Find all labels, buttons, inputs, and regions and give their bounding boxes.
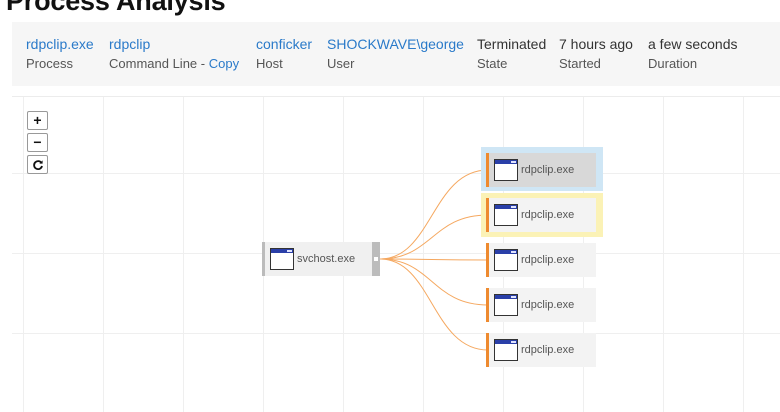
child-node-bar (486, 153, 489, 187)
child-process-name: rdpclip.exe (521, 254, 575, 266)
zoom-out-button[interactable]: − (27, 133, 48, 152)
child-process-node-1[interactable]: rdpclip.exe (486, 153, 596, 187)
reset-view-button[interactable] (27, 155, 48, 174)
info-host: conficker Host (256, 36, 312, 72)
window-icon (494, 294, 518, 316)
child-process-node-4[interactable]: rdpclip.exe (486, 288, 596, 322)
duration-label: Duration (648, 56, 698, 71)
child-node-bar (486, 243, 489, 277)
host-link[interactable]: conficker (256, 36, 313, 52)
child-process-name: rdpclip.exe (521, 164, 575, 176)
child-process-node-5[interactable]: rdpclip.exe (486, 333, 596, 367)
parent-process-name: svchost.exe (297, 253, 356, 265)
user-label: User (327, 56, 355, 71)
child-node-bar (486, 333, 489, 367)
process-tree-graph[interactable]: + − svchost.exe rdpclip.exe (12, 96, 780, 412)
started-value: 7 hours ago (559, 36, 633, 52)
host-label: Host (256, 56, 283, 71)
child-process-node-2[interactable]: rdpclip.exe (486, 198, 596, 232)
child-process-name: rdpclip.exe (521, 344, 575, 356)
state-value: Terminated (477, 36, 547, 52)
process-edges (379, 169, 489, 351)
child-process-node-3[interactable]: rdpclip.exe (486, 243, 596, 277)
parent-node-bar (262, 242, 265, 276)
window-icon (494, 204, 518, 226)
child-process-name: rdpclip.exe (521, 209, 575, 221)
window-icon (494, 339, 518, 361)
info-user: SHOCKWAVE\george User (327, 36, 464, 72)
edge-to-child-3 (379, 258, 489, 261)
refresh-icon (32, 160, 43, 170)
window-icon (494, 159, 518, 181)
command-line-label: Command Line - Copy (109, 56, 239, 72)
zoom-in-button[interactable]: + (27, 111, 48, 130)
page-title: Process Analysis (6, 0, 226, 16)
child-process-name: rdpclip.exe (521, 299, 575, 311)
edge-to-child-2 (379, 214, 489, 260)
copy-link[interactable]: Copy (208, 56, 240, 71)
edge-to-child-5 (379, 258, 489, 351)
zoom-controls: + − (27, 111, 48, 177)
info-duration: a few seconds Duration (648, 36, 738, 72)
parent-process-node[interactable]: svchost.exe (262, 242, 380, 276)
started-label: Started (559, 56, 601, 71)
command-line-label-text: Command Line - (109, 56, 209, 71)
command-line-link[interactable]: rdpclip (109, 36, 151, 52)
info-started: 7 hours ago Started (559, 36, 633, 72)
info-command-line: rdpclip Command Line - Copy (109, 36, 239, 72)
child-node-bar (486, 288, 489, 322)
edge-to-child-1 (379, 169, 489, 260)
duration-value: a few seconds (648, 36, 738, 52)
process-info-panel: rdpclip.exe Process rdpclip Command Line… (12, 22, 780, 86)
user-link[interactable]: SHOCKWAVE\george (327, 36, 464, 52)
info-process: rdpclip.exe Process (26, 36, 94, 72)
collapse-handle[interactable] (372, 242, 380, 276)
edge-to-child-4 (379, 258, 489, 306)
window-icon (494, 249, 518, 271)
window-icon (270, 248, 294, 270)
state-label: State (477, 56, 508, 71)
info-state: Terminated State (477, 36, 546, 72)
child-node-bar (486, 198, 489, 232)
process-label: Process (26, 56, 73, 71)
process-link[interactable]: rdpclip.exe (26, 36, 94, 52)
